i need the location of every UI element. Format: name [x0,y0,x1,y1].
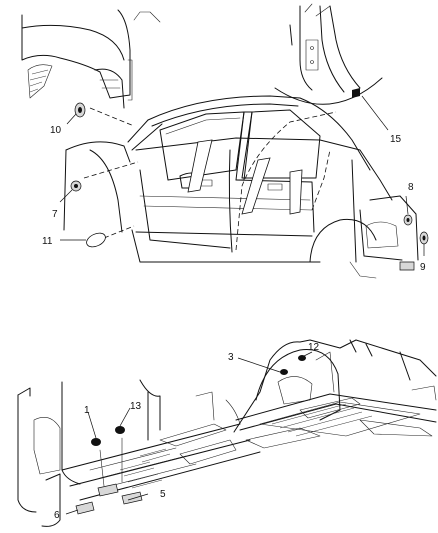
callout-10: 10 [50,125,62,136]
callout-8: 8 [408,182,414,193]
vehicle-body [63,95,419,279]
cargo-floor-view [233,339,437,449]
callout-6: 6 [54,510,60,521]
plug-part-10 [74,102,86,118]
callout-15: 15 [390,134,402,145]
leader-lines [59,95,425,515]
callout-5: 5 [160,489,166,500]
callout-9: 9 [420,262,426,273]
callout-13: 13 [130,401,142,412]
pillar-applique-strips [187,139,303,215]
plug-part-7 [70,180,82,192]
floor-pan-view [17,379,261,527]
dash-lines [83,107,337,251]
callout-labels: 10 7 11 8 9 15 1 13 5 6 12 3 [42,125,426,521]
plug-part-11 [86,232,106,248]
plug-part-9 [419,231,429,245]
callout-3: 3 [228,352,234,363]
callout-12: 12 [308,342,320,353]
callout-11: 11 [42,236,53,247]
pillar-inset [274,3,383,105]
front-wheel-arch-inset [21,9,161,109]
callout-7: 7 [52,209,58,220]
plug-part-8 [403,214,413,226]
callout-1: 1 [84,405,90,416]
